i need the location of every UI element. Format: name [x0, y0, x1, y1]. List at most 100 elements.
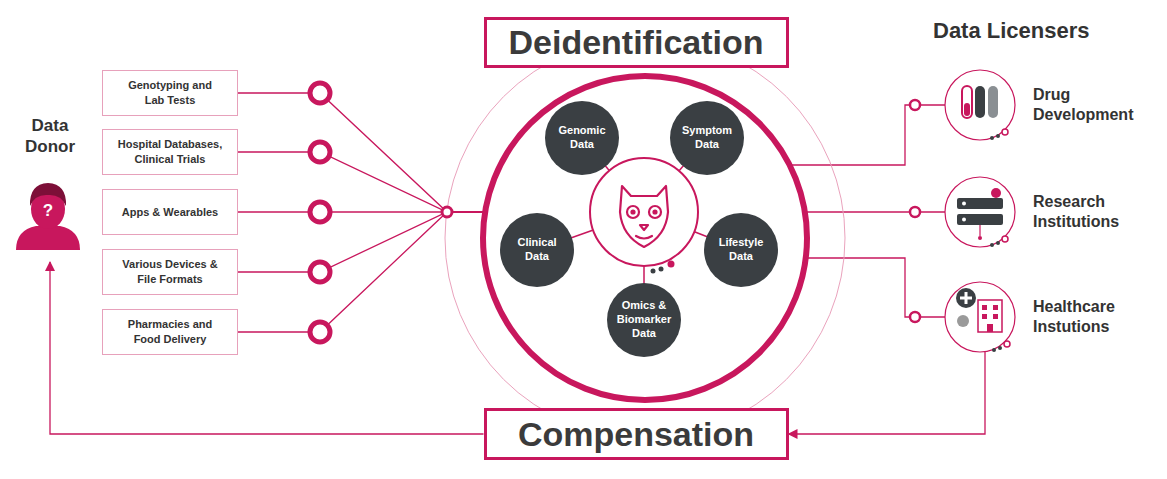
licenser-label: Research Institutions	[1033, 192, 1148, 232]
data-circle: Lifestyle Data	[704, 213, 778, 287]
licenser-ring	[910, 312, 920, 322]
data-donor: Data Donor	[8, 115, 92, 262]
data-circle: Genomic Data	[545, 101, 619, 175]
face-pupil	[654, 211, 657, 214]
licenser-icons	[945, 70, 1015, 352]
test-tube	[975, 86, 985, 118]
face-mouth	[636, 236, 652, 239]
merge-dot	[442, 207, 452, 217]
data-label: Lifestyle Data	[710, 236, 772, 264]
face-eye	[649, 206, 661, 218]
building-window	[982, 305, 987, 310]
test-tube	[962, 86, 972, 118]
cross-sign	[960, 292, 972, 304]
outer-ring	[445, 38, 845, 438]
trail-dot	[1002, 236, 1008, 242]
donor-shoulders	[16, 226, 80, 250]
data-label: Clinical Data	[506, 236, 568, 264]
licenser-node: Drug Development	[945, 70, 1152, 140]
server-rack	[957, 198, 1003, 209]
trail-dot	[1002, 129, 1008, 135]
source-label: Apps & Wearables	[107, 205, 233, 220]
connector	[789, 352, 986, 434]
source-rings	[310, 83, 330, 342]
title-box: Deidentification	[484, 17, 789, 68]
source-box: Apps & Wearables	[102, 189, 238, 235]
trail-dot	[668, 261, 675, 268]
trail-dot	[990, 136, 994, 140]
licenser-rings	[910, 100, 920, 322]
donor-icon	[16, 183, 80, 250]
trail-dot	[990, 243, 994, 247]
licenser-label: Healthcare Instutions	[1033, 297, 1148, 337]
connector	[806, 258, 945, 317]
connector	[790, 105, 945, 165]
trail-dot	[659, 267, 664, 272]
data-circle-fill	[704, 213, 778, 287]
trail-dot	[996, 241, 1000, 245]
icon-circle	[945, 282, 1015, 352]
connector	[238, 212, 485, 272]
source-ring	[310, 262, 330, 282]
building-window	[993, 314, 998, 319]
question-mark: ?	[43, 201, 53, 221]
trail-dot	[992, 348, 996, 352]
server-light	[962, 202, 966, 206]
grey-dot	[957, 315, 969, 327]
face-icon	[620, 186, 668, 247]
source-ring	[310, 142, 330, 162]
building-window	[993, 305, 998, 310]
icon-dot-trails	[990, 129, 1010, 352]
face-circle	[590, 158, 698, 266]
section-heading: Data Licensers	[933, 18, 1090, 44]
data-circle-fill	[670, 101, 744, 175]
server-wire	[979, 225, 980, 236]
donor-label: Data Donor	[8, 115, 92, 158]
server-rack	[957, 214, 1003, 225]
trail-dot	[998, 346, 1002, 350]
compensation-label: Compensation	[518, 417, 754, 451]
server-dot	[991, 188, 1001, 198]
connector	[238, 93, 485, 212]
trail-dot	[996, 134, 1000, 138]
data-circle-fill	[545, 101, 619, 175]
licenser-ring	[910, 100, 920, 110]
source-label: Genotyping and Lab Tests	[127, 78, 213, 108]
face-pupil	[632, 211, 635, 214]
dot-trail	[651, 261, 675, 274]
trail-dot	[651, 269, 656, 274]
source-box: Pharmacies and Food Delivery	[102, 309, 238, 355]
cross-badge	[956, 288, 976, 308]
face-outline	[620, 186, 668, 247]
source-label: Pharmacies and Food Delivery	[120, 317, 220, 347]
source-ring	[310, 202, 330, 222]
licenser-node: Healthcare Instutions	[945, 282, 1152, 352]
data-circle: Symptom Data	[670, 101, 744, 175]
source-box: Various Devices & File Formats	[102, 249, 238, 295]
building-window	[982, 314, 987, 319]
trail-dot	[1004, 341, 1010, 347]
compensation-box: Compensation	[484, 408, 789, 460]
licenser-ring	[910, 207, 920, 217]
data-circle: Clinical Data	[500, 213, 574, 287]
licenser-node: Research Institutions	[945, 177, 1152, 247]
source-label: Hospital Databases, Clinical Trials	[107, 137, 233, 167]
icon-circle	[945, 177, 1015, 247]
icon-circle	[945, 70, 1015, 140]
server-light	[962, 218, 966, 222]
source-label: Various Devices & File Formats	[114, 257, 226, 287]
data-label: Omics & Biomarker Data	[613, 299, 675, 340]
connector	[805, 211, 945, 212]
face-eye	[627, 206, 639, 218]
tube-liquid	[964, 103, 970, 116]
data-circle: Omics & Biomarker Data	[607, 283, 681, 357]
building-door	[987, 324, 993, 332]
data-circle-fill	[607, 283, 681, 357]
face-nose	[640, 225, 648, 230]
source-ring	[310, 83, 330, 103]
deidentification-circle: Genomic Data Symptom DataClinical Data Lif…	[480, 73, 810, 403]
server-node	[978, 236, 982, 240]
